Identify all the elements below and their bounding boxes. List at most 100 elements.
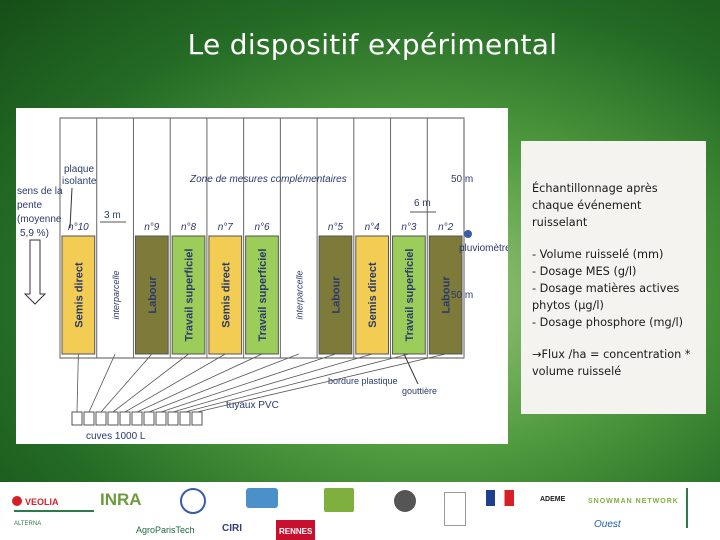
sampling-info-panel: Échantillonnage après chaque événement r…	[521, 141, 706, 414]
plaque-label-1: plaque	[64, 164, 94, 175]
sampling-item-mes: - Dosage MES (g/l)	[532, 265, 637, 279]
slope-label-1: sens de la	[17, 186, 63, 197]
plot-label: interparcelle	[111, 270, 121, 319]
plot-band	[428, 235, 463, 355]
plant-logo	[686, 488, 710, 528]
plot-number: n°2	[438, 222, 454, 233]
slope-label-2: pente	[17, 200, 42, 211]
snowman-network-logo: SNOWMAN NETWORK	[588, 498, 679, 505]
plot-number: n°9	[144, 222, 160, 233]
partner-logos-footer: VEOLIA ALTERNA INRA AgroParisTech CIRI R…	[0, 482, 720, 540]
sampling-item-phosphore: - Dosage phosphore (mg/l)	[532, 315, 684, 329]
pvc-pipe	[76, 353, 79, 413]
veolia-logo: VEOLIA	[12, 492, 59, 510]
gouttiere-pointer	[403, 353, 419, 385]
cuves-label: cuves 1000 L	[86, 431, 146, 442]
alterna-logo: ALTERNA	[14, 510, 94, 528]
plot-number: n°6	[254, 222, 270, 233]
plot-band	[355, 235, 390, 355]
dim-6m: 6 m	[414, 198, 431, 209]
slide-title: Le dispositif expérimental	[187, 28, 558, 61]
plot-band	[98, 236, 132, 354]
plot-label: Labour	[330, 276, 342, 314]
badge-logo	[444, 492, 466, 526]
sampling-heading: Échantillonnage après chaque événement r…	[532, 182, 658, 229]
ouest-logo: Ouest	[594, 519, 621, 530]
slope-label-3: (moyenne	[17, 214, 62, 225]
dim-50m-top: 50 m	[451, 174, 473, 185]
plot-label: Labour	[441, 276, 453, 314]
seal-logo	[180, 488, 206, 514]
tank-1000l	[71, 411, 83, 426]
tank-1000l	[107, 411, 119, 426]
plot-number: n°7	[218, 222, 234, 233]
pluviometre-icon	[464, 230, 472, 238]
republique-logo	[486, 490, 514, 506]
plaque-pointer	[69, 187, 73, 229]
tank-1000l	[167, 411, 179, 426]
plot-band	[245, 235, 279, 355]
plot-label: Semis direct	[367, 262, 379, 328]
tank-1000l	[191, 411, 203, 426]
dim-50m-bottom: 50 m	[451, 290, 473, 301]
plot-number: n°5	[328, 222, 344, 233]
plot-label: Semis direct	[220, 262, 232, 328]
plot-label: Semis direct	[73, 262, 85, 328]
tuyaux-label: tuyaux PVC	[226, 400, 279, 411]
plaque-label-2: isolante	[62, 176, 97, 187]
plot-number: n°8	[181, 222, 197, 233]
sampling-item-phytos: - Dosage matières actives phytos (µg/l)	[532, 281, 680, 312]
tank-1000l	[179, 411, 191, 426]
plot-label: Travail superficiel	[404, 249, 416, 342]
pvc-pipe	[112, 353, 189, 413]
pvc-pipe	[100, 353, 153, 413]
inra-logo: INRA	[100, 490, 142, 509]
plot-number: n°3	[401, 222, 417, 233]
tank-1000l	[119, 411, 131, 426]
slope-arrow	[23, 239, 47, 305]
ciri-logo: CIRI	[222, 523, 242, 534]
flux-formula: →Flux /ha = concentration * volume ruiss…	[532, 348, 691, 379]
pvc-pipe	[148, 353, 299, 413]
plot-number: n°10	[68, 222, 89, 233]
plot-band	[208, 235, 243, 355]
plot-band	[392, 235, 426, 355]
plot-label: Travail superficiel	[257, 249, 269, 342]
region-bretagne-logo	[324, 488, 354, 512]
plot-band	[171, 235, 206, 355]
sampling-item-volume: - Volume ruisselé (mm)	[532, 248, 664, 262]
pvc-pipe	[184, 353, 410, 413]
plot-label: interparcelle	[295, 270, 305, 319]
plot-number: n°4	[365, 222, 381, 233]
plot-band	[134, 235, 169, 355]
pluviometre-label: pluviomètre	[459, 243, 508, 254]
plot-label: Travail superficiel	[184, 249, 196, 342]
circle-logo	[394, 490, 416, 512]
tank-1000l	[83, 411, 95, 426]
plot-band	[61, 235, 96, 355]
regional-logo	[246, 488, 278, 508]
tank-1000l	[143, 411, 155, 426]
tank-1000l	[131, 411, 143, 426]
pvc-pipe	[136, 353, 263, 413]
plot-band	[318, 235, 353, 355]
zone-label: Zone de mesures complémentaires	[189, 174, 347, 185]
plot-band	[282, 236, 316, 354]
pvc-pipe	[196, 353, 446, 413]
dim-3m: 3 m	[104, 210, 121, 221]
tank-1000l	[155, 411, 167, 426]
pvc-pipe	[160, 353, 336, 413]
bordure-label: bordure plastique	[328, 376, 398, 386]
ademe-logo: ADEME	[540, 496, 566, 503]
rennes-logo: RENNES	[276, 520, 316, 540]
plot-label: Labour	[147, 276, 159, 314]
tank-1000l	[95, 411, 107, 426]
pvc-pipe	[88, 353, 116, 413]
pvc-pipe	[124, 353, 226, 413]
agroparistech-logo: AgroParisTech	[136, 525, 195, 535]
slope-label-4: 5,9 %)	[20, 228, 49, 239]
gouttiere-label: gouttière	[402, 386, 437, 396]
